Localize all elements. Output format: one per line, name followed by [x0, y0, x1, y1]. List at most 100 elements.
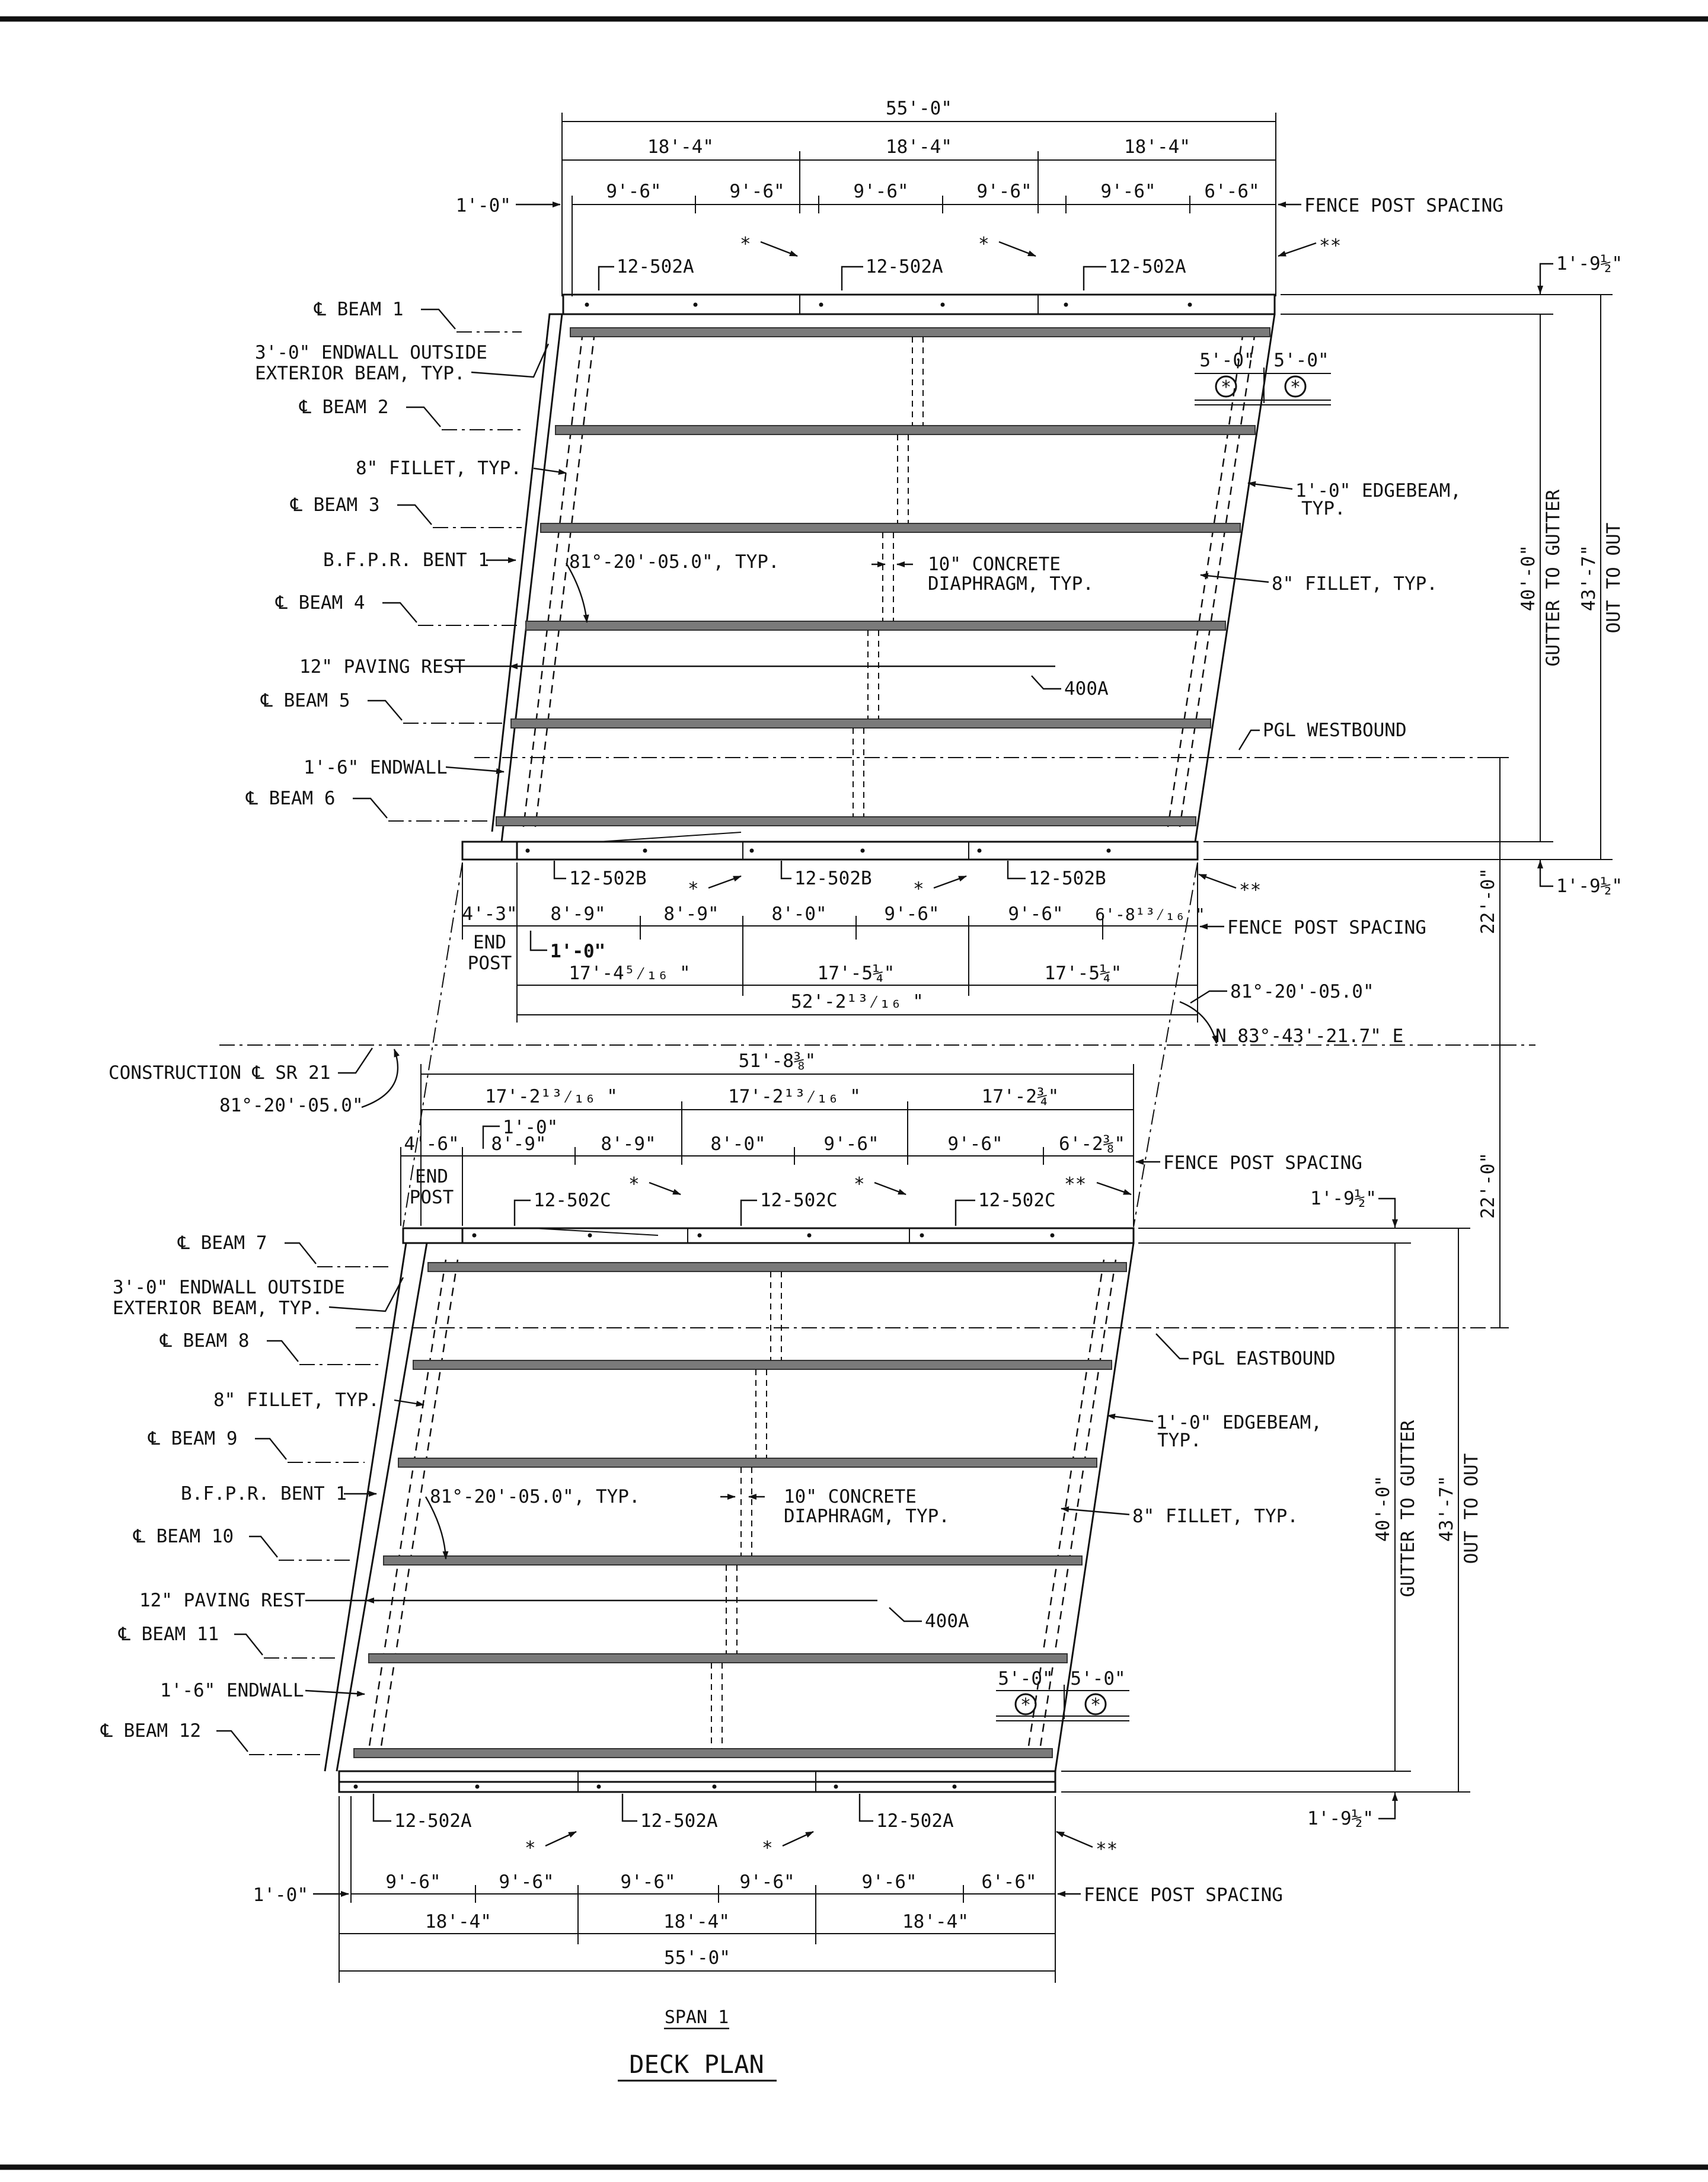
- svg-text:*: *: [1020, 1695, 1031, 1715]
- eb-overall-dim: 51'-8⅜": [739, 1050, 816, 1072]
- eb-symbol-marker-2: [1084, 1693, 1107, 1715]
- eb-third-dim-2: 17'-2¹³⁄₁₆ ": [728, 1086, 861, 1107]
- beam-11: [368, 1653, 1068, 1663]
- eb-star-4: *: [762, 1838, 773, 1859]
- span-label: SPAN 1: [665, 2007, 729, 2028]
- wb-gutter-label: GUTTER TO GUTTER: [1543, 489, 1564, 666]
- wb-beam-label-4: ℄ BEAM 4: [275, 592, 365, 614]
- eb-fence-label-bottom: FENCE POST SPACING: [1084, 1884, 1283, 1906]
- eb-right-top-dim: 1'-9½": [1310, 1188, 1377, 1209]
- between-bearing: N 83°-43'-21.7" E: [1215, 1025, 1403, 1047]
- between-gap-top: 22'-0": [1477, 868, 1499, 934]
- eb-beam-label-11: ℄ BEAM 11: [118, 1624, 219, 1645]
- wb-post-dim-3: 9'-6": [853, 181, 908, 202]
- wb-note-bfpr: B.F.P.R. BENT 1: [323, 550, 489, 571]
- eb-bottom-third-1: 18'-4": [425, 1911, 491, 1932]
- eb-edgebeam-1: 1'-0" EDGEBEAM,: [1156, 1412, 1322, 1433]
- wb-note-endwall-1: 3'-0" ENDWALL OUTSIDE: [255, 342, 487, 363]
- eb-post-dim-4: 8'-0": [710, 1133, 765, 1155]
- westbound-deck: 55'-0" 18'-4" 18'-4" 18'-4" 9'-6" 9'-6" …: [245, 98, 1624, 1023]
- wb-rail-mark-top-1: 12-502A: [617, 256, 694, 277]
- eb-post-dim-6: 9'-6": [947, 1133, 1003, 1155]
- eastbound-deck: 51'-8⅜" 17'-2¹³⁄₁₆ " 17'-2¹³⁄₁₆ " 17'-2¾…: [100, 1050, 1506, 1983]
- westbound-beams: [496, 327, 1270, 826]
- eb-note-paving-rest: 12" PAVING REST: [139, 1590, 305, 1611]
- wb-post-dim-1: 9'-6": [606, 181, 661, 202]
- wb-star-2: *: [978, 234, 989, 255]
- wb-beam-label-1: ℄ BEAM 1: [314, 299, 404, 320]
- eb-dstar-top: **: [1064, 1174, 1086, 1195]
- between-gap-bottom: 22'-0": [1477, 1152, 1499, 1219]
- wb-star-4: *: [913, 878, 924, 900]
- eb-beam-label-7: ℄ BEAM 7: [177, 1232, 267, 1254]
- wb-bottom-post-2: 8'-9": [550, 903, 605, 925]
- wb-bottom-post-4: 8'-0": [771, 903, 826, 925]
- wb-rail-mark-bottom-3: 12-502B: [1029, 868, 1106, 889]
- wb-rail-mark-top-3: 12-502A: [1109, 256, 1186, 277]
- eb-gutter-label: GUTTER TO GUTTER: [1397, 1420, 1419, 1597]
- eb-bottom-offset: 1'-0": [253, 1884, 308, 1906]
- eb-bottom-post-2: 9'-6": [499, 1871, 554, 1893]
- wb-note-fillet-left: 8" FILLET, TYP.: [356, 458, 522, 479]
- eb-beam-label-10: ℄ BEAM 10: [133, 1526, 234, 1547]
- eb-note-fillet-left: 8" FILLET, TYP.: [213, 1389, 379, 1411]
- eb-pgl: PGL EASTBOUND: [1192, 1348, 1336, 1369]
- wb-bottom-overall: 52'-2¹³⁄₁₆ ": [791, 991, 924, 1012]
- wb-bottom-post-7: 6'-8¹³⁄₁₆ ": [1095, 905, 1205, 924]
- eb-dstar-bottom: **: [1096, 1839, 1118, 1860]
- wb-skew-label: 81°-20'-05.0", TYP.: [569, 551, 780, 573]
- wb-bottom-post-6: 9'-6": [1008, 903, 1063, 925]
- wb-edgebeam-2: TYP.: [1301, 498, 1346, 519]
- wb-rail-mark-bottom-2: 12-502B: [794, 868, 872, 889]
- eb-post-dim-7: 6'-2⅜": [1059, 1133, 1125, 1155]
- eb-bottom-third-3: 18'-4": [902, 1911, 969, 1932]
- wb-rail-mark-top-2: 12-502A: [866, 256, 943, 277]
- eb-bottom-post-6: 6'-6": [981, 1871, 1036, 1893]
- eb-diaphragm-1: 10" CONCRETE: [784, 1486, 917, 1507]
- eb-star-3: *: [525, 1838, 536, 1859]
- eb-end-post-1: END: [415, 1166, 448, 1187]
- eb-symbol-marker-1: [1014, 1693, 1037, 1715]
- eb-edgebeam-2: TYP.: [1157, 1430, 1202, 1451]
- eb-diaphragm-2: DIAPHRAGM, TYP.: [784, 1506, 950, 1527]
- wb-diaphragm-1: 10" CONCRETE: [928, 554, 1061, 575]
- eb-third-dim-1: 17'-2¹³⁄₁₆ ": [485, 1086, 618, 1107]
- eb-beam-label-8: ℄ BEAM 8: [159, 1330, 250, 1352]
- wb-offset-dim: 1'-0": [456, 195, 511, 216]
- eb-post-dim-5: 9'-6": [823, 1133, 879, 1155]
- eb-bottom-overall: 55'-0": [664, 1947, 730, 1969]
- wb-fillet-right: 8" FILLET, TYP.: [1272, 573, 1438, 595]
- wb-post-dim-2: 9'-6": [729, 181, 784, 202]
- eb-bar-400a: 400A: [925, 1611, 969, 1632]
- wb-beam-label-3: ℄ BEAM 3: [290, 494, 380, 516]
- wb-gutter-dim: 40'-0": [1518, 545, 1539, 611]
- svg-text:*: *: [1090, 1695, 1101, 1715]
- between-skew-left: 81°-20'-05.0": [219, 1095, 363, 1116]
- wb-fence-label-bottom: FENCE POST SPACING: [1227, 917, 1426, 938]
- between-construction: CONSTRUCTION ℄ SR 21: [108, 1062, 331, 1084]
- wb-end-post-1: END: [473, 932, 506, 953]
- eastbound-diaphragms: [711, 1271, 782, 1749]
- wb-beam-label-6: ℄ BEAM 6: [245, 788, 336, 809]
- wb-rail-mark-bottom-1: 12-502B: [569, 868, 647, 889]
- eb-beam-label-12: ℄ BEAM 12: [100, 1720, 201, 1742]
- eb-beam-label-9: ℄ BEAM 9: [148, 1428, 238, 1449]
- beam-10: [383, 1555, 1083, 1566]
- beam-3: [540, 523, 1241, 533]
- wb-star-3: *: [688, 878, 699, 900]
- eb-right-bottom-dim: 1'-9½": [1307, 1808, 1374, 1829]
- beam-6: [496, 816, 1196, 826]
- wb-out-label: OUT TO OUT: [1603, 523, 1624, 634]
- wb-third-dim-2: 18'-4": [886, 136, 952, 158]
- wb-post-dim-6: 6'-6": [1204, 181, 1259, 202]
- wb-bottom-third-1: 17'-4⁵⁄₁₆ ": [569, 963, 690, 984]
- wb-edgebeam-1: 1'-0" EDGEBEAM,: [1295, 480, 1461, 501]
- wb-third-dim-3: 18'-4": [1124, 136, 1190, 158]
- beam-1: [570, 327, 1270, 337]
- wb-diaphragm-2: DIAPHRAGM, TYP.: [928, 573, 1094, 595]
- wb-dstar-bottom: **: [1239, 880, 1261, 901]
- wb-bottom-post-1: 4'-3": [462, 903, 517, 925]
- svg-text:*: *: [1221, 377, 1231, 398]
- eb-rail-mark-bottom-3: 12-502A: [876, 1810, 954, 1832]
- beam-4: [525, 621, 1226, 631]
